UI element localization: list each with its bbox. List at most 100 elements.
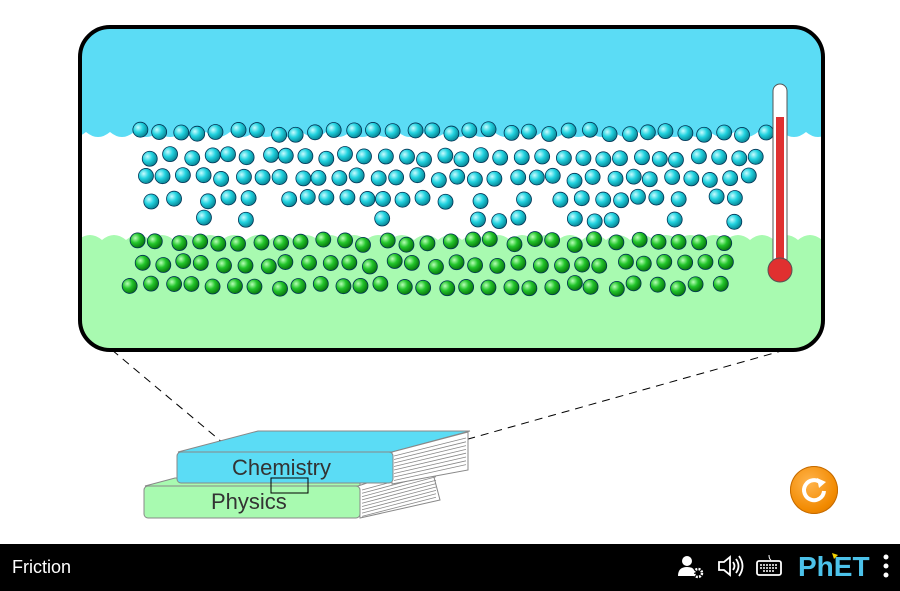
top-atom [603,212,620,228]
bottom-atom [712,275,729,292]
top-atom [521,123,537,140]
top-atom [200,193,216,210]
reset-all-icon [802,478,826,503]
top-atom [307,124,323,141]
bottom-atom [129,232,146,249]
bottom-atom [506,236,523,253]
top-atom [230,122,247,138]
top-atom [414,189,431,206]
bottom-atom [322,255,339,271]
top-atom [470,211,486,228]
top-atom [132,121,149,138]
top-atom [612,150,628,167]
top-atom [184,150,201,167]
bottom-atom [210,235,227,252]
phet-logo[interactable]: PhET [798,551,878,581]
top-atom [573,190,590,207]
top-atom [453,151,470,168]
top-atom [287,126,304,143]
bottom-atom [586,231,602,248]
top-atom [249,122,265,138]
top-atom [639,124,656,141]
physics-label: Physics [211,489,287,514]
book-stack [143,430,471,519]
top-atom [566,210,583,227]
bottom-atom [439,280,456,297]
top-atom [651,151,668,167]
play-area [78,25,825,519]
bottom-atom [574,256,591,273]
top-atom [666,211,683,228]
bottom-atom [396,279,413,295]
top-atom [670,191,687,208]
bottom-atom [544,232,561,248]
bottom-atom [608,234,625,251]
top-atom [277,147,294,164]
bottom-atom [175,253,192,269]
top-atom [416,151,432,168]
bottom-atom [566,237,583,253]
top-atom [648,189,665,206]
bottom-atom [272,280,288,297]
bottom-atom [166,276,183,292]
bottom-atom [361,258,378,275]
keyboard-icon[interactable] [755,552,783,580]
top-atom [722,170,739,187]
top-atom [726,213,743,230]
top-atom [375,191,391,207]
top-atom [510,169,527,186]
user-settings-icon[interactable] [676,552,704,580]
top-atom [691,148,707,165]
bottom-atom [134,254,151,271]
bottom-atom [183,276,200,292]
top-atom [346,122,363,139]
top-atom [711,149,728,165]
top-atom [207,124,224,140]
bottom-atom [335,278,352,295]
top-atom [370,170,387,187]
thermometer [767,83,793,283]
top-atom [339,189,356,206]
top-atom [394,191,411,208]
bottom-atom [442,233,459,250]
bottom-atom [527,231,543,247]
bottom-atom [292,233,309,250]
bottom-atom [480,279,497,296]
top-atom [238,211,254,228]
bottom-atom [121,278,138,294]
top-atom [492,149,509,166]
bottom-atom [341,254,358,271]
bottom-atom [260,258,277,275]
top-atom [541,126,558,142]
top-atom [657,123,674,140]
bottom-atom [192,233,209,250]
top-atom [443,125,460,142]
reset-all-button[interactable] [790,466,838,514]
bottom-atom [625,275,642,292]
bottom-atom [591,257,608,274]
top-atom [466,171,483,188]
top-atom [503,124,520,141]
top-atom [566,172,583,189]
top-atom [299,189,316,205]
physics-book[interactable] [143,485,361,519]
top-atom [271,169,288,185]
top-atom [595,151,612,168]
top-atom [634,149,650,166]
top-atom [747,148,764,165]
top-atom [726,190,743,206]
sim-title: Friction [12,557,72,577]
top-atom [162,146,178,163]
top-atom [204,147,221,164]
chemistry-book[interactable] [176,451,394,484]
top-atom [555,150,572,166]
top-atom [337,146,353,162]
top-atom [174,167,191,184]
magnifier [78,25,825,352]
top-atom [424,122,441,139]
bottom-atom [398,236,415,253]
top-atom [708,188,725,205]
sound-icon[interactable] [716,552,744,580]
top-atom [586,213,603,230]
more-options-icon[interactable] [880,552,892,582]
